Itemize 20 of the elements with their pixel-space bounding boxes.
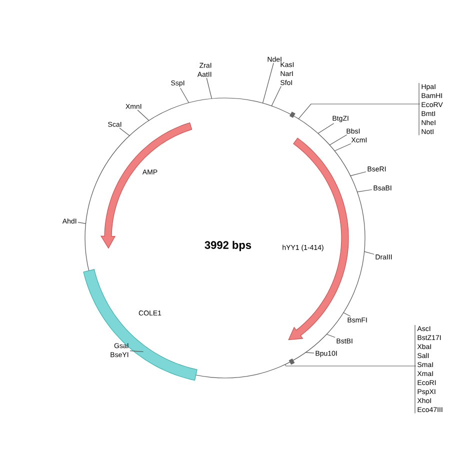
leader-line (180, 88, 190, 104)
leader-line (356, 189, 372, 192)
leader-line (350, 171, 366, 176)
leader-line (329, 134, 348, 146)
leader-line (78, 222, 86, 224)
leader-line (130, 350, 144, 352)
leader-line (206, 78, 212, 99)
leader-line (262, 62, 274, 104)
leader-line (318, 123, 334, 134)
plasmid-size: 3992 bps (204, 240, 252, 252)
leader-line (284, 364, 416, 366)
leader-line (334, 143, 352, 152)
leader-line (326, 334, 336, 338)
leader-line (271, 86, 282, 106)
leader-line (364, 251, 374, 255)
leader-line (119, 128, 130, 136)
leader-line (305, 352, 314, 354)
leader-line (343, 312, 351, 317)
leader-line (137, 110, 150, 121)
leader-line (298, 104, 420, 120)
